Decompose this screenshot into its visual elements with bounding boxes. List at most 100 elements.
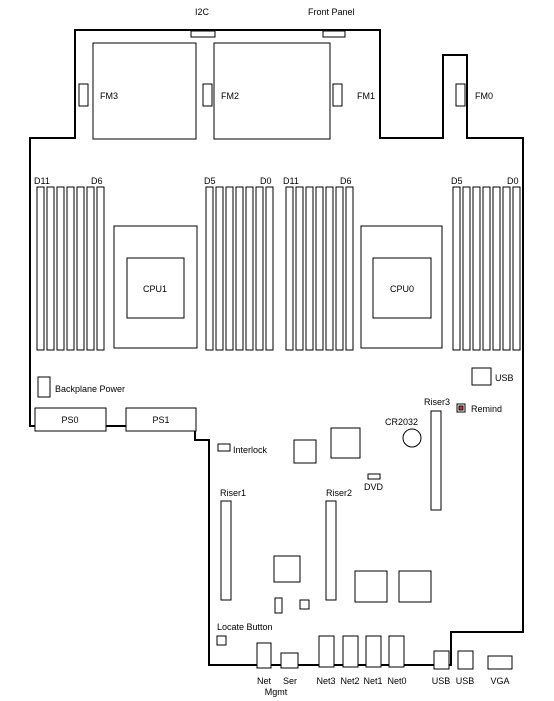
riser3-slot xyxy=(430,410,442,511)
dimm-slot xyxy=(315,186,324,351)
drive-bay-left xyxy=(92,42,197,140)
cr2032-label: CR2032 xyxy=(385,417,418,427)
dimm-slot xyxy=(215,186,224,351)
net3-label: Net3 xyxy=(316,676,335,686)
dimm-slot xyxy=(502,186,511,351)
dimm-slot xyxy=(472,186,481,351)
remind-label: Remind xyxy=(471,404,502,414)
dimm-slot xyxy=(66,186,75,351)
dimm-slot xyxy=(235,186,244,351)
dvd-connector xyxy=(367,473,381,480)
dimm-label-cpu1-d11: D11 xyxy=(34,176,50,186)
fan-label-fm1: FM1 xyxy=(357,91,375,101)
dimm-slot xyxy=(86,186,95,351)
chip xyxy=(273,555,301,583)
net-mgmt-port xyxy=(256,642,272,669)
net1-label: Net1 xyxy=(363,676,382,686)
net0-label: Net0 xyxy=(387,676,406,686)
fan-connector-fm0 xyxy=(455,83,466,107)
vga-label: VGA xyxy=(490,676,509,686)
fan-label-fm3: FM3 xyxy=(100,91,118,101)
dimm-slot xyxy=(462,186,471,351)
i2c-connector xyxy=(190,30,216,38)
net-mgmt-label-line1: Net xyxy=(257,676,272,686)
small-component xyxy=(299,599,310,610)
cpu1-label: CPU1 xyxy=(143,284,167,294)
dimm-bank-cpu0-left xyxy=(285,186,354,351)
fan-label-fm2: FM2 xyxy=(221,91,239,101)
riser1-slot xyxy=(220,500,232,601)
cpu1-die xyxy=(126,257,185,319)
dimm-label-cpu0-d6: D6 xyxy=(340,176,352,186)
usb-port-a xyxy=(433,650,450,670)
usb-port-b xyxy=(457,650,474,670)
net2-label: Net2 xyxy=(340,676,359,686)
ps1-connector xyxy=(125,407,197,432)
internal-usb-label: USB xyxy=(495,373,514,383)
interlock-switch xyxy=(217,443,231,452)
fan-connector-fm3 xyxy=(78,83,89,107)
backplane-power-connector xyxy=(37,376,51,398)
dimm-slot xyxy=(56,186,65,351)
ps1-label: PS1 xyxy=(152,415,169,425)
dimm-bank-cpu1-right xyxy=(205,186,274,351)
dimm-label-cpu1-d6: D6 xyxy=(91,176,103,186)
dimm-slot xyxy=(345,186,354,351)
riser3-label: Riser3 xyxy=(424,397,450,407)
dimm-slot xyxy=(265,186,274,351)
fan-connector-fm1 xyxy=(332,83,343,107)
net3-port xyxy=(318,635,335,668)
net1-port xyxy=(365,635,382,668)
cpu0-label: CPU0 xyxy=(390,284,414,294)
dimm-slot xyxy=(512,186,521,351)
dimm-label-cpu0-d5: D5 xyxy=(451,176,463,186)
dimm-slot xyxy=(295,186,304,351)
dimm-slot xyxy=(482,186,491,351)
net-mgmt-label-line2: Mgmt xyxy=(265,687,288,697)
cpu0-die xyxy=(372,257,432,319)
internal-usb-port xyxy=(471,367,492,386)
backplane-power-label: Backplane Power xyxy=(55,384,125,394)
net0-port xyxy=(388,635,405,668)
dvd-label: DVD xyxy=(364,482,384,492)
front-panel-label: Front Panel xyxy=(308,7,355,17)
dimm-slot xyxy=(305,186,314,351)
dimm-slot xyxy=(46,186,55,351)
usb-a-label: USB xyxy=(432,676,451,686)
ps0-connector xyxy=(34,407,107,432)
dimm-label-cpu1-d0: D0 xyxy=(260,176,272,186)
chip xyxy=(330,427,361,459)
dimm-bank-cpu1-left xyxy=(36,186,105,351)
net2-port xyxy=(342,635,359,668)
fan-label-fm0: FM0 xyxy=(475,91,493,101)
dimm-slot xyxy=(335,186,344,351)
dimm-slot xyxy=(255,186,264,351)
ps0-label: PS0 xyxy=(61,415,78,425)
dimm-slot xyxy=(225,186,234,351)
chip xyxy=(293,439,317,464)
dimm-slot xyxy=(96,186,105,351)
dimm-slot xyxy=(325,186,334,351)
cr2032-battery xyxy=(402,428,422,448)
remind-led-icon xyxy=(458,405,464,411)
locate-button xyxy=(216,635,227,646)
dimm-label-cpu0-d0: D0 xyxy=(507,176,519,186)
drive-bay-right xyxy=(213,42,331,140)
usb-b-label: USB xyxy=(456,676,475,686)
dimm-bank-cpu0-right xyxy=(452,186,521,351)
board-outline xyxy=(29,29,524,666)
chip xyxy=(398,570,432,603)
riser1-label: Riser1 xyxy=(220,488,246,498)
ser-label: Ser xyxy=(283,676,297,686)
dimm-slot xyxy=(452,186,461,351)
i2c-label: I2C xyxy=(195,7,210,17)
front-panel-connector xyxy=(322,30,346,38)
riser2-label: Riser2 xyxy=(326,488,352,498)
vga-port xyxy=(487,655,513,670)
dimm-label-cpu1-d5: D5 xyxy=(204,176,216,186)
dimm-label-cpu0-d11: D11 xyxy=(283,176,299,186)
locate-button-label: Locate Button xyxy=(217,622,273,632)
fan-connector-fm2 xyxy=(202,83,213,107)
dimm-slot xyxy=(492,186,501,351)
